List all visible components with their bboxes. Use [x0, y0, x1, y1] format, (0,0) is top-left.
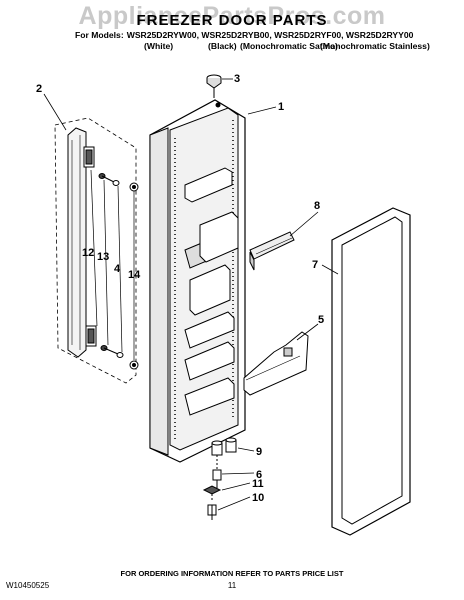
models-label: For Models:: [75, 30, 124, 40]
freezer-door: [149, 99, 246, 463]
callout-11: 11: [252, 478, 264, 490]
callout-4: 4: [114, 263, 121, 275]
callout-2: 2: [36, 83, 42, 95]
callout-8: 8: [314, 200, 320, 212]
page-number: 11: [227, 581, 237, 590]
bin-trim: [249, 231, 295, 271]
callout-3: 3: [234, 73, 240, 85]
callout-5: 5: [318, 314, 324, 326]
callout-13: 13: [97, 251, 109, 263]
callout-1: 1: [278, 101, 284, 113]
callout-14: 14: [128, 269, 141, 281]
callout-9: 9: [256, 446, 262, 458]
variant-satina: (Monochromatic Satina): [240, 41, 338, 51]
door-bar: [243, 331, 309, 396]
door-gasket: [331, 207, 411, 536]
watermark: AppliancePartsPros.com: [78, 2, 386, 30]
door-plug: [206, 74, 222, 98]
ordering-note: FOR ORDERING INFORMATION REFER TO PARTS …: [120, 569, 344, 578]
variant-white: (White): [144, 41, 174, 51]
model-list: For Models:WSR25D2RYW00, WSR25D2RYB00, W…: [75, 30, 413, 40]
variant-black: (Black): [208, 41, 237, 51]
leader-lines: [43, 78, 339, 511]
callout-10: 10: [252, 492, 264, 504]
variant-stainless: (Monochromatic Stainless): [320, 41, 430, 51]
hinge-parts: [202, 437, 237, 520]
handle-assembly: [54, 117, 139, 384]
page-title: FREEZER DOOR PARTS: [136, 12, 328, 29]
models-numbers: WSR25D2RYW00, WSR25D2RYB00, WSR25D2RYF00…: [126, 30, 414, 40]
document-number: W10450525: [6, 581, 50, 590]
callout-12: 12: [82, 247, 94, 259]
callout-7: 7: [312, 259, 318, 271]
callout-6: 6: [256, 469, 262, 481]
